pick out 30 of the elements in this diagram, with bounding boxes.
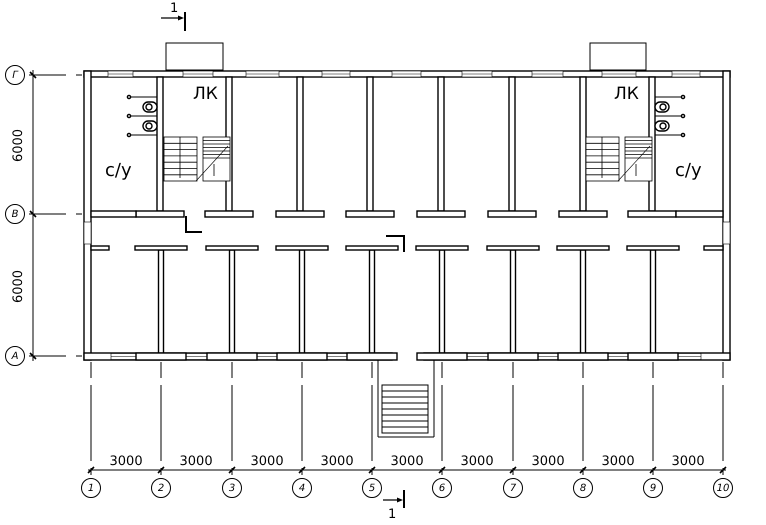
axis-bubble: 7 bbox=[503, 478, 523, 498]
axis-bubble: 10 bbox=[713, 478, 733, 498]
axis-bubble: В bbox=[5, 204, 25, 224]
dimension-text: 3000 bbox=[180, 455, 213, 468]
axis-bubble: 3 bbox=[222, 478, 242, 498]
dimension-text: 3000 bbox=[250, 455, 284, 468]
dimension-text: 3000 bbox=[672, 455, 705, 468]
room-label: ЛК bbox=[193, 86, 218, 103]
axis-bubble: А bbox=[5, 346, 25, 366]
axis-bubble: 5 bbox=[362, 478, 382, 498]
axis-bubble: 1 bbox=[81, 478, 101, 498]
axis-bubble: 4 bbox=[292, 478, 312, 498]
dimension-text: 3000 bbox=[602, 455, 635, 468]
room-label: с/у bbox=[105, 162, 132, 180]
section-number: 1 bbox=[388, 508, 396, 521]
dimension-text: 3000 bbox=[320, 455, 354, 468]
dimension-text: 3000 bbox=[460, 455, 494, 468]
dimension-text: 3000 bbox=[532, 455, 565, 468]
dimension-text: 3000 bbox=[390, 455, 424, 468]
axis-bubble: 9 bbox=[643, 478, 663, 498]
section-number: 1 bbox=[170, 2, 178, 15]
axis-bubble: 2 bbox=[151, 478, 171, 498]
room-label: с/у bbox=[675, 162, 702, 180]
axis-bubble: Г bbox=[5, 65, 25, 85]
dimension-text: 6000 bbox=[12, 269, 25, 303]
axis-bubble: 6 bbox=[432, 478, 452, 498]
axis-bubble: 8 bbox=[573, 478, 593, 498]
dimension-text: 6000 bbox=[12, 128, 25, 162]
dimension-text: 3000 bbox=[110, 455, 143, 468]
room-label: ЛК bbox=[614, 86, 639, 103]
